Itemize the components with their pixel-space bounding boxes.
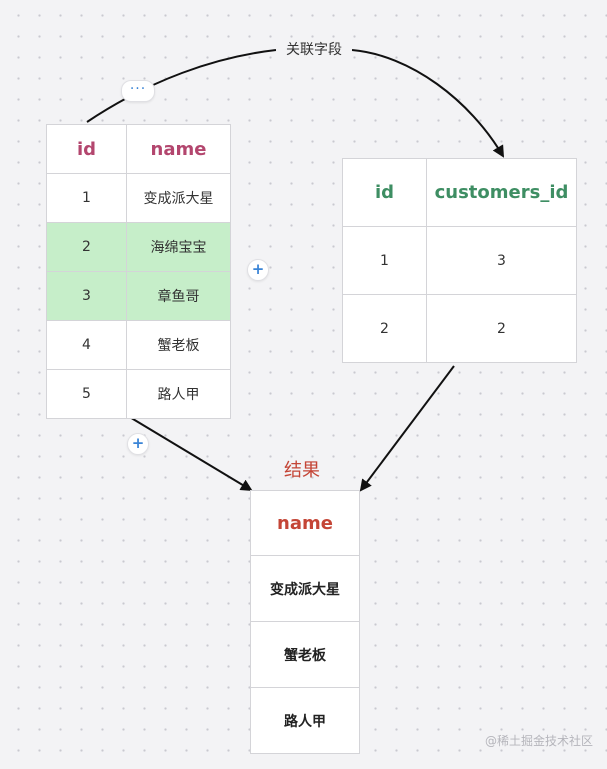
column-header-name: name (250, 490, 360, 556)
join-field-arrow-head (351, 49, 505, 158)
table-row: 2 2 (342, 294, 577, 363)
cell-customers-id: 2 (426, 294, 577, 363)
customers-table: id name 1 变成派大星 2 海绵宝宝 3 章鱼哥 4 蟹老板 5 路人甲 (46, 124, 231, 419)
cell-name: 变成派大星 (250, 555, 360, 622)
cell-id: 4 (46, 320, 127, 370)
column-header-id: id (342, 158, 427, 227)
table-header-row: name (250, 490, 360, 556)
customers-to-result-arrow (127, 415, 253, 492)
cell-id: 3 (46, 271, 127, 321)
result-table: name 变成派大星 蟹老板 路人甲 (250, 490, 360, 754)
result-title: 结果 (284, 460, 320, 481)
cell-name: 章鱼哥 (126, 271, 231, 321)
table-header-row: id name (46, 124, 231, 174)
cell-id: 2 (46, 222, 127, 272)
join-field-arrow (86, 49, 277, 123)
cell-id: 1 (342, 226, 427, 295)
table-row: 1 3 (342, 226, 577, 295)
more-options-button[interactable]: ··· (121, 80, 155, 102)
table-row-highlighted: 3 章鱼哥 (46, 271, 231, 321)
add-right-button[interactable]: + (247, 259, 269, 281)
table-row: 4 蟹老板 (46, 320, 231, 370)
join-field-label: 关联字段 (276, 39, 352, 61)
orders-table: id customers_id 1 3 2 2 (342, 158, 577, 363)
table-row: 路人甲 (250, 687, 360, 754)
column-header-id: id (46, 124, 127, 174)
column-header-name: name (126, 124, 231, 174)
orders-to-result-arrow (359, 365, 455, 492)
cell-name: 海绵宝宝 (126, 222, 231, 272)
column-header-customers-id: customers_id (426, 158, 577, 227)
table-row: 5 路人甲 (46, 369, 231, 419)
cell-name: 变成派大星 (126, 173, 231, 223)
table-row: 1 变成派大星 (46, 173, 231, 223)
table-row: 变成派大星 (250, 555, 360, 622)
cell-name: 蟹老板 (126, 320, 231, 370)
table-row: 蟹老板 (250, 621, 360, 688)
table-row-highlighted: 2 海绵宝宝 (46, 222, 231, 272)
cell-name: 路人甲 (250, 687, 360, 754)
cell-id: 5 (46, 369, 127, 419)
cell-id: 1 (46, 173, 127, 223)
table-header-row: id customers_id (342, 158, 577, 227)
add-below-button[interactable]: + (127, 433, 149, 455)
watermark: @稀土掘金技术社区 (484, 734, 593, 748)
cell-name: 路人甲 (126, 369, 231, 419)
cell-id: 2 (342, 294, 427, 363)
cell-customers-id: 3 (426, 226, 577, 295)
cell-name: 蟹老板 (250, 621, 360, 688)
